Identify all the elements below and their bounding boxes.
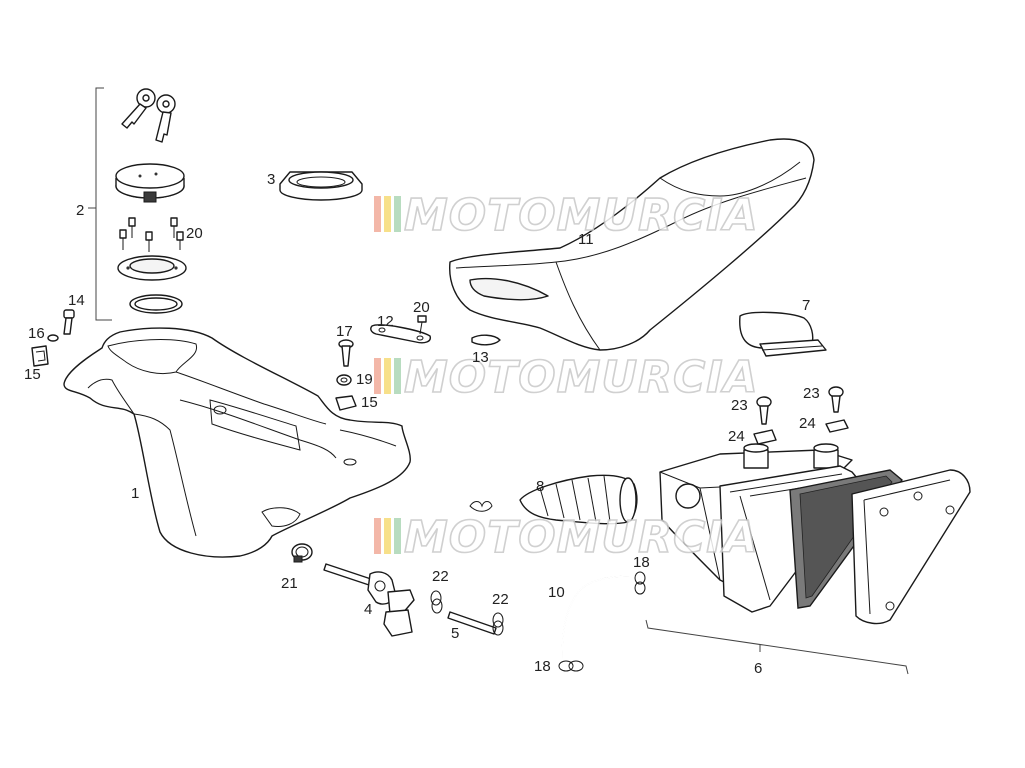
airbox-side-cover bbox=[851, 469, 971, 625]
screw-20-seat bbox=[417, 315, 427, 335]
callout-14: 14 bbox=[68, 292, 85, 309]
seat bbox=[449, 138, 815, 351]
watermark-stripe bbox=[374, 518, 381, 554]
callout-12: 12 bbox=[377, 313, 394, 330]
callout-19: 19 bbox=[356, 371, 373, 388]
callout-18-bottom: 18 bbox=[534, 658, 551, 675]
callout-22-right: 22 bbox=[492, 591, 509, 608]
callout-20-cap: 20 bbox=[186, 225, 203, 242]
washer-16 bbox=[47, 334, 59, 342]
callout-21: 21 bbox=[281, 575, 298, 592]
callout-23-left: 23 bbox=[731, 397, 748, 414]
callout-10: 10 bbox=[548, 584, 565, 601]
callout-16: 16 bbox=[28, 325, 45, 342]
watermark-bottom: MOTOMURCIA bbox=[374, 511, 759, 564]
callout-8: 8 bbox=[536, 478, 544, 495]
fuel-tap bbox=[323, 563, 415, 637]
screw-17 bbox=[338, 339, 354, 367]
hose-clamp-21 bbox=[291, 543, 313, 563]
clip-24-right bbox=[825, 419, 849, 433]
airbox-cover-7 bbox=[739, 311, 827, 357]
cap-base-ring bbox=[117, 255, 187, 281]
callout-5: 5 bbox=[451, 625, 459, 642]
callout-3: 3 bbox=[267, 171, 275, 188]
watermark-top: MOTOMURCIA bbox=[374, 189, 759, 242]
watermark-stripe bbox=[374, 358, 381, 394]
callout-20-seat: 20 bbox=[413, 299, 430, 316]
callout-1: 1 bbox=[131, 485, 139, 502]
cap-gasket bbox=[129, 294, 183, 314]
callout-24-left: 24 bbox=[728, 428, 745, 445]
callout-2: 2 bbox=[76, 202, 84, 219]
watermark-text: MOTOMURCIA bbox=[404, 512, 759, 563]
clip-15-left bbox=[31, 345, 49, 367]
callout-6: 6 bbox=[754, 660, 762, 677]
callout-22-left: 22 bbox=[432, 568, 449, 585]
callout-15-center: 15 bbox=[361, 394, 378, 411]
callout-7: 7 bbox=[802, 297, 810, 314]
screw-14 bbox=[63, 309, 75, 335]
screw-23-left bbox=[756, 396, 772, 425]
callout-18-top: 18 bbox=[633, 554, 650, 571]
watermark-stripe bbox=[384, 358, 391, 394]
fuel-cap bbox=[115, 163, 185, 203]
spring-clip-22-left bbox=[430, 590, 443, 614]
ignition-keys bbox=[121, 88, 176, 143]
callout-15-left: 15 bbox=[24, 366, 41, 383]
clip-18-bottom bbox=[558, 660, 584, 672]
group-2-bracket bbox=[88, 87, 112, 321]
group-6-bracket bbox=[645, 619, 909, 675]
filler-neck-seal bbox=[279, 171, 363, 201]
clip-15-center bbox=[335, 395, 357, 411]
watermark-stripe bbox=[394, 196, 401, 232]
watermark-stripe bbox=[374, 196, 381, 232]
screw-23-right bbox=[828, 386, 844, 413]
callout-11: 11 bbox=[578, 231, 594, 248]
small-clip-near-intake bbox=[469, 501, 493, 512]
callout-23-right: 23 bbox=[803, 385, 820, 402]
spring-clip-22-right bbox=[492, 612, 504, 636]
clip-24-left bbox=[753, 429, 777, 445]
watermark-stripe bbox=[384, 518, 391, 554]
watermark-text: MOTOMURCIA bbox=[404, 352, 759, 403]
intake-duct bbox=[519, 474, 638, 525]
callout-4: 4 bbox=[364, 601, 372, 618]
watermark-stripe bbox=[384, 196, 391, 232]
fuel-hose-5 bbox=[447, 611, 497, 635]
callout-24-right: 24 bbox=[799, 415, 816, 432]
breather-hose-10 bbox=[561, 575, 631, 661]
callout-labels: 2 20 3 14 16 15 1 17 12 20 13 19 15 11 7… bbox=[24, 171, 820, 677]
seat-bracket-12 bbox=[370, 324, 431, 344]
nut-19 bbox=[336, 374, 352, 386]
watermark-text: MOTOMURCIA bbox=[404, 190, 759, 241]
watermark-middle: MOTOMURCIA bbox=[374, 351, 759, 404]
rubber-13 bbox=[471, 334, 501, 346]
screws-20 bbox=[119, 217, 184, 252]
watermark-stripe bbox=[394, 358, 401, 394]
watermark-stripe bbox=[394, 518, 401, 554]
callout-17: 17 bbox=[336, 323, 353, 340]
callout-13: 13 bbox=[472, 349, 489, 366]
clip-18-top bbox=[634, 571, 646, 595]
fuel-tank bbox=[63, 327, 411, 558]
